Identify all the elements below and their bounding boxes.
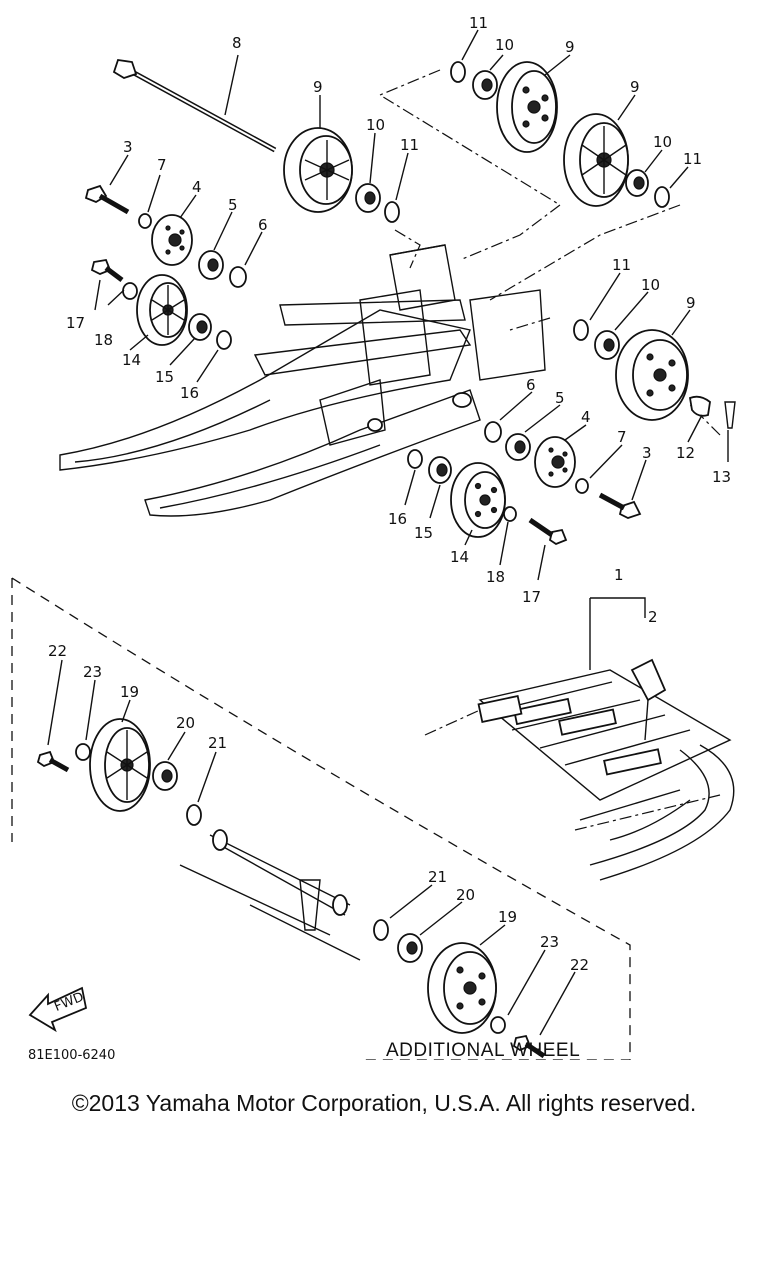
callout-5: 5: [228, 196, 238, 214]
circlips-and-collars: [122, 61, 670, 522]
bolts: [84, 184, 736, 546]
callout-11: 11: [400, 136, 419, 154]
callout-23: 23: [540, 933, 559, 951]
lower-axle: [179, 829, 361, 961]
callout-leaders: [94, 29, 729, 581]
callout-14: 14: [122, 351, 141, 369]
callout-9: 9: [686, 294, 696, 312]
parts-exploded-diagram: FWD 8 9 3 7 4 5 6 10 11 11 10 9 9 10 11 …: [11, 14, 736, 1060]
callout-6: 6: [258, 216, 268, 234]
leader-line: [394, 229, 421, 269]
drawing-code: 81E100-6240: [28, 1048, 115, 1060]
lower-small-parts: [36, 743, 546, 1059]
callout-10: 10: [641, 276, 660, 294]
callout-22: 22: [570, 956, 589, 974]
bearings: [188, 70, 649, 484]
copyright-notice: ©2013 Yamaha Motor Corporation, U.S.A. A…: [71, 1090, 697, 1116]
callout-4: 4: [192, 178, 202, 196]
callout-21: 21: [208, 734, 227, 752]
wheel-19-right: [427, 942, 497, 1034]
callout-3: 3: [642, 444, 652, 462]
callout-20: 20: [456, 886, 475, 904]
callout-8: 8: [232, 34, 242, 52]
callout-1: 1: [614, 566, 624, 584]
callout-3: 3: [123, 138, 133, 156]
axle-shaft: [112, 59, 277, 153]
callout-11: 11: [469, 14, 488, 32]
wheel-4-right: [534, 436, 576, 488]
additional-wheel-label: ADDITIONAL WHEEL: [386, 1040, 580, 1060]
callout-4: 4: [581, 408, 591, 426]
callout-18: 18: [486, 568, 505, 586]
callout-11: 11: [683, 150, 702, 168]
lower-callout-leaders: [47, 659, 576, 1036]
callout-16: 16: [388, 510, 407, 528]
callout-labels: 8 9 3 7 4 5 6 10 11 11 10 9 9 10 11 11 1…: [48, 14, 731, 974]
wheel-9-right: [615, 329, 689, 421]
fwd-arrow-icon: FWD: [28, 986, 88, 1033]
callout-12: 12: [676, 444, 695, 462]
callout-7: 7: [157, 156, 167, 174]
leader-line: [689, 404, 721, 436]
leader-line: [489, 204, 681, 301]
callout-11: 11: [612, 256, 631, 274]
callout-15: 15: [414, 524, 433, 542]
callout-22: 22: [48, 642, 67, 660]
callout-23: 23: [83, 663, 102, 681]
wheel-14-left: [136, 274, 188, 346]
callout-13: 13: [712, 468, 731, 486]
callout-6: 6: [526, 376, 536, 394]
callout-18: 18: [94, 331, 113, 349]
callout-15: 15: [155, 368, 174, 386]
leader-line: [509, 317, 551, 331]
wheel-4-left: [151, 214, 193, 266]
callout-17: 17: [522, 588, 541, 606]
callout-9: 9: [313, 78, 323, 96]
callout-19: 19: [120, 683, 139, 701]
leader-line: [378, 69, 562, 261]
callout-14: 14: [450, 548, 469, 566]
additional-wheel-boundary: [11, 577, 631, 1060]
wheel-9-top-right: [563, 113, 629, 207]
wheel-9-left: [283, 127, 353, 213]
wheel-9-top-middle: [496, 61, 558, 153]
callout-7: 7: [617, 428, 627, 446]
callout-16: 16: [180, 384, 199, 402]
wheel-14-right: [450, 462, 506, 538]
slide-rail-frame: [59, 244, 546, 517]
callout-9: 9: [630, 78, 640, 96]
callout-19: 19: [498, 908, 517, 926]
callout-17: 17: [66, 314, 85, 332]
track-assembly: [424, 597, 735, 881]
callout-10: 10: [653, 133, 672, 151]
callout-2: 2: [648, 608, 658, 626]
callout-10: 10: [495, 36, 514, 54]
callout-10: 10: [366, 116, 385, 134]
callout-9: 9: [565, 38, 575, 56]
callout-21: 21: [428, 868, 447, 886]
callout-5: 5: [555, 389, 565, 407]
wheel-19-left: [89, 718, 151, 812]
callout-20: 20: [176, 714, 195, 732]
